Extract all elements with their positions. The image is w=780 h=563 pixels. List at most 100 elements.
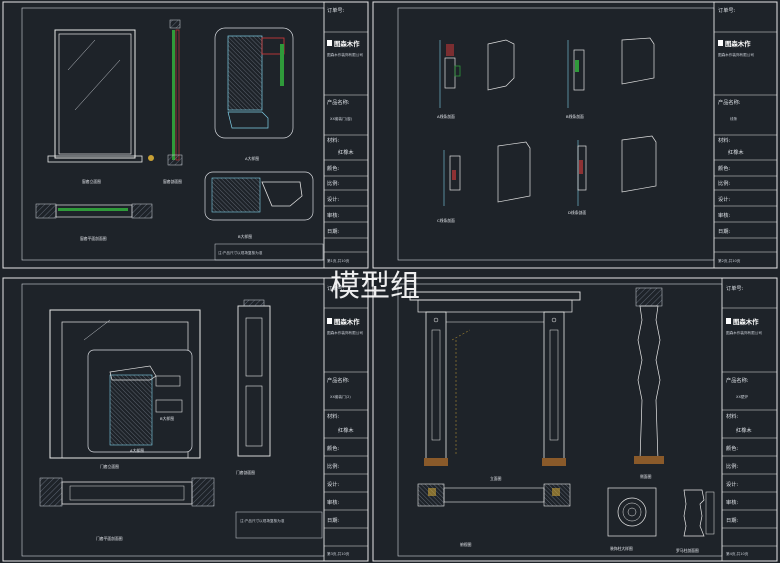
sheet-4[interactable]: 立面图 侧面图 俯视图 装饰柱大样图 bbox=[372, 277, 778, 562]
tb4-material-label: 材料: bbox=[726, 412, 738, 420]
tb4-product-value: XX壁炉 bbox=[736, 394, 749, 399]
label-profile-a: A线条剖面 bbox=[437, 114, 455, 119]
door-plan: 门套平面剖面图 bbox=[39, 477, 215, 541]
label-profile-d: D线条剖面 bbox=[568, 210, 586, 215]
tb1-designer: 设计: bbox=[327, 195, 339, 203]
title-block-3: 订单号: 图森木作 图森木作装饰有限公司 产品名称: XX套装门(2) 材料: … bbox=[323, 277, 369, 562]
tb3-material-label: 材料: bbox=[327, 412, 339, 420]
fireplace-side: 侧面图 bbox=[634, 287, 664, 479]
tb3-company: 图森木作装饰有限公司 bbox=[327, 330, 363, 335]
tb2-scale: 比例: bbox=[718, 179, 730, 187]
tb2-product-value: 线条 bbox=[730, 116, 738, 121]
detail-a: A大样图 bbox=[214, 27, 294, 161]
label-window-section: 窗套剖面图 bbox=[163, 179, 182, 184]
tb3-number: 订单号: bbox=[327, 284, 345, 292]
note-3: 注:产品尺寸以现场复核为准 bbox=[240, 518, 285, 523]
tb3-product-label: 产品名称: bbox=[327, 376, 350, 384]
tb1-material-value: 红橡木 bbox=[338, 148, 354, 156]
title-block-1: 订单号: 图森木作 图森木作装饰有限公司 产品名称: XX套装门(窗) 材料: … bbox=[323, 1, 369, 269]
tb4-company: 图森木作装饰有限公司 bbox=[726, 330, 762, 335]
tb2-material-value: 红橡木 bbox=[728, 148, 744, 156]
tb1-material-label: 材料: bbox=[327, 136, 339, 144]
tb2-logo: 图森木作 bbox=[725, 39, 751, 48]
tb4-page: 第4页,共10页 bbox=[726, 551, 749, 556]
tb4-logo: 图森木作 bbox=[733, 317, 759, 326]
tb4-product-label: 产品名称: bbox=[726, 376, 749, 384]
window-plan: 窗套平面剖面图 bbox=[35, 203, 153, 241]
label-detail-b: B大样图 bbox=[238, 234, 252, 239]
door-leaf: 门套剖面图 bbox=[236, 299, 271, 475]
tb2-company: 图森木作装饰有限公司 bbox=[718, 52, 754, 57]
label-fireplace-elevation: 立面图 bbox=[490, 476, 502, 481]
profile-c: C线条剖面 bbox=[437, 141, 531, 223]
tb2-material-label: 材料: bbox=[718, 136, 730, 144]
tb3-date: 日期: bbox=[327, 517, 339, 524]
tb3-scale: 比例: bbox=[327, 462, 339, 470]
tb1-page: 第1页,共10页 bbox=[327, 258, 350, 263]
tb3-checker: 审核: bbox=[327, 498, 339, 506]
sheet-2[interactable]: A线条剖面 B线条剖面 C线条剖面 D线条剖面 bbox=[372, 1, 778, 269]
label-window-plan: 窗套平面剖面图 bbox=[80, 236, 107, 241]
sheet-3[interactable]: A大样图 B大样图 门套立面图 门套剖面图 门套平面剖面图 注:产品尺寸以现场复… bbox=[2, 277, 369, 562]
tb3-logo: 图森木作 bbox=[334, 317, 360, 326]
tb4-date: 日期: bbox=[726, 517, 738, 524]
note-1: 注:产品尺寸以现场复核为准 bbox=[218, 250, 263, 255]
tb4-checker: 审核: bbox=[726, 498, 738, 506]
column-detail: 装饰柱大样图 bbox=[607, 487, 657, 551]
window-elevation: 窗套立面图 bbox=[47, 29, 143, 184]
tb2-page: 第2页,共10页 bbox=[718, 258, 741, 263]
tb1-number: 订单号: bbox=[327, 6, 345, 14]
tb3-page: 第3页,共10页 bbox=[327, 551, 350, 556]
label-door-plan: 门套平面剖面图 bbox=[96, 536, 123, 541]
tb2-checker: 审核: bbox=[718, 211, 730, 219]
detail-b: B大样图 bbox=[204, 171, 314, 239]
label-profile-c: C线条剖面 bbox=[437, 218, 455, 223]
tb1-logo: 图森木作 bbox=[334, 39, 360, 48]
tb3-product-value: XX套装门(2) bbox=[330, 394, 351, 399]
sheet-1[interactable]: 窗套立面图 窗套剖面图 A大样图 B大样图 bbox=[2, 1, 369, 269]
label-door-elevation: 门套立面图 bbox=[100, 464, 119, 469]
tb3-material-value: 红橡木 bbox=[338, 426, 354, 434]
tb1-product-label: 产品名称: bbox=[327, 98, 350, 106]
title-block-4: 订单号: 图森木作 图森木作装饰有限公司 产品名称: XX壁炉 材料: 红橡木 … bbox=[721, 277, 778, 562]
profile-d: D线条剖面 bbox=[568, 135, 657, 215]
label-detail-b-3: B大样图 bbox=[160, 416, 174, 421]
tb2-designer: 设计: bbox=[718, 195, 730, 203]
tb4-number: 订单号: bbox=[726, 284, 744, 292]
tb1-color: 颜色: bbox=[327, 164, 339, 172]
column-section: 罗马柱剖面图 bbox=[676, 489, 715, 553]
tb2-number: 订单号: bbox=[718, 6, 736, 14]
label-detail-a-3: A大样图 bbox=[130, 448, 144, 453]
label-profile-b: B线条剖面 bbox=[566, 114, 584, 119]
tb4-color: 颜色: bbox=[726, 444, 738, 452]
title-block-2: 订单号: 图森木作 图森木作装饰有限公司 产品名称: 线条 材料: 红橡木 颜色… bbox=[713, 1, 778, 269]
profile-a: A线条剖面 bbox=[437, 39, 515, 119]
label-column-section: 罗马柱剖面图 bbox=[676, 548, 699, 553]
label-fireplace-plan: 俯视图 bbox=[460, 542, 472, 547]
tb4-scale: 比例: bbox=[726, 462, 738, 470]
tb4-designer: 设计: bbox=[726, 480, 738, 488]
profile-b: B线条剖面 bbox=[566, 37, 655, 119]
window-section: 窗套剖面图 bbox=[148, 19, 183, 184]
tb1-product-value: XX套装门(窗) bbox=[330, 116, 353, 121]
tb4-material-value: 红橡木 bbox=[736, 426, 752, 434]
tb1-date: 日期: bbox=[327, 228, 339, 235]
fireplace-elevation: 立面图 bbox=[409, 291, 581, 481]
tb3-designer: 设计: bbox=[327, 480, 339, 488]
tb3-color: 颜色: bbox=[327, 444, 339, 452]
fireplace-plan: 俯视图 bbox=[417, 483, 571, 547]
tb2-color: 颜色: bbox=[718, 164, 730, 172]
tb1-company: 图森木作装饰有限公司 bbox=[327, 52, 363, 57]
label-fireplace-side: 侧面图 bbox=[640, 474, 652, 479]
label-door-section: 门套剖面图 bbox=[236, 470, 255, 475]
tb2-product-label: 产品名称: bbox=[718, 98, 741, 106]
watermark-text: 模型组 bbox=[330, 269, 420, 304]
door-elevation: A大样图 B大样图 门套立面图 bbox=[49, 309, 201, 469]
tb1-checker: 审核: bbox=[327, 211, 339, 219]
label-detail-a: A大样图 bbox=[245, 156, 259, 161]
label-window-elevation: 窗套立面图 bbox=[82, 179, 101, 184]
tb2-date: 日期: bbox=[718, 228, 730, 235]
tb1-scale: 比例: bbox=[327, 179, 339, 187]
